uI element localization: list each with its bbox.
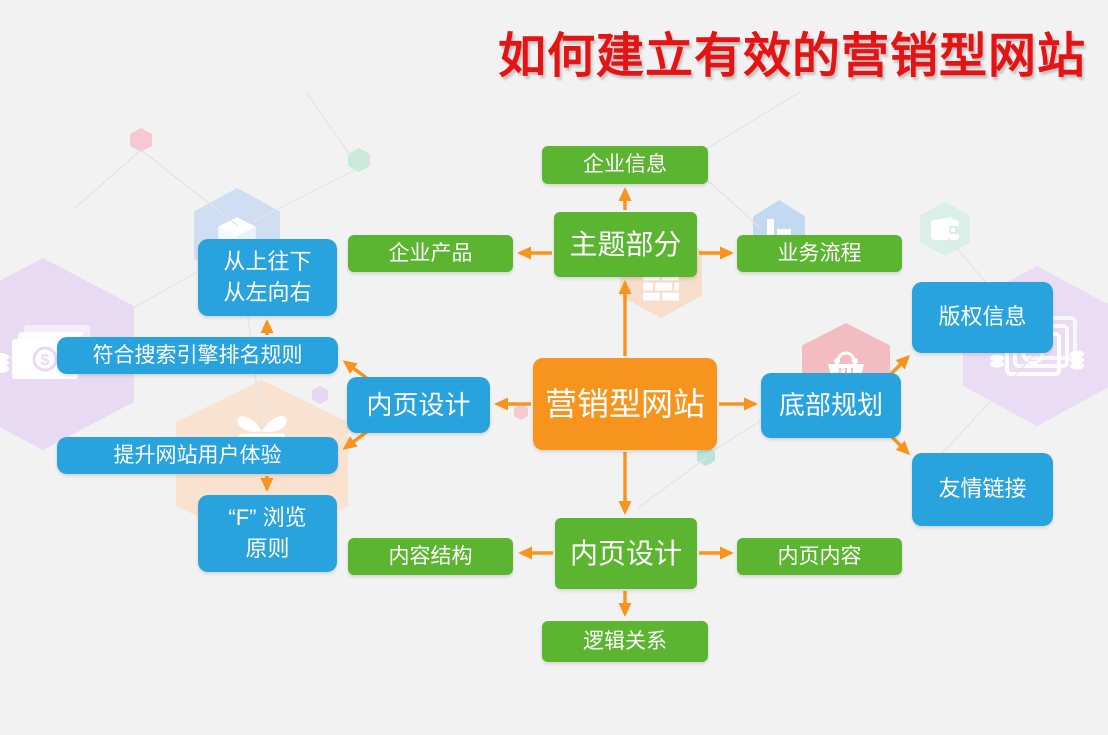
node-top-down-rule: 从上往下 从左向右 bbox=[198, 239, 337, 316]
hexagon-dot-lavender-2 bbox=[312, 386, 328, 404]
svg-text:$: $ bbox=[41, 352, 50, 369]
hexagon-dot-teal bbox=[348, 148, 370, 172]
node-business-process: 业务流程 bbox=[737, 235, 902, 272]
node-inner-design-left: 内页设计 bbox=[347, 377, 490, 433]
node-inner-design-bottom: 内页设计 bbox=[555, 518, 697, 589]
hexagon-dot-pink bbox=[130, 128, 152, 152]
node-company-products: 企业产品 bbox=[348, 235, 513, 272]
wallet-icon bbox=[930, 216, 960, 242]
node-theme-hub: 主题部分 bbox=[554, 212, 697, 277]
node-footer-plan: 底部规划 bbox=[761, 373, 901, 438]
title-reflection: 如何建立有效的营销型网站 bbox=[498, 86, 1086, 126]
node-seo-rank-rule: 符合搜索引擎排名规则 bbox=[57, 337, 338, 374]
node-logic-relation: 逻辑关系 bbox=[542, 621, 708, 662]
node-f-browse-rule: “F” 浏览 原则 bbox=[198, 495, 337, 572]
node-user-experience: 提升网站用户体验 bbox=[57, 437, 338, 474]
node-company-info: 企业信息 bbox=[542, 146, 708, 184]
node-center: 营销型网站 bbox=[533, 358, 717, 450]
node-inner-content: 内页内容 bbox=[737, 538, 902, 575]
page-title: 如何建立有效的营销型网站 bbox=[497, 30, 1086, 83]
node-copyright-info: 版权信息 bbox=[912, 282, 1053, 353]
node-content-structure: 内容结构 bbox=[348, 538, 513, 575]
node-friendly-links: 友情链接 bbox=[912, 453, 1053, 526]
hexagon-dot-pink-2 bbox=[514, 404, 528, 420]
